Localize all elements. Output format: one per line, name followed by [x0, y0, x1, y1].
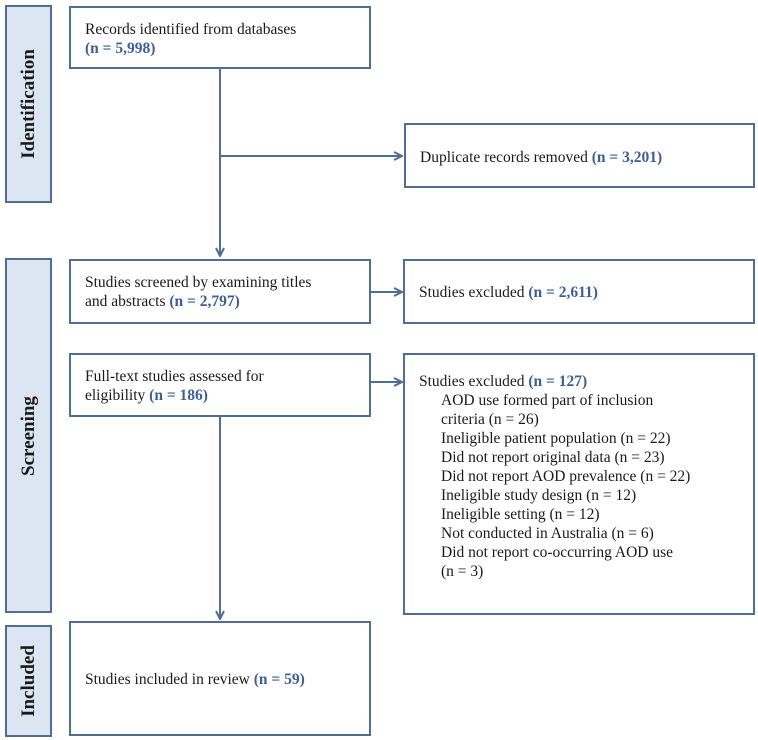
- studies-included-count: (n = 59): [253, 671, 305, 688]
- fulltext-excluded-count: (n = 127): [528, 373, 588, 390]
- fulltext-assessed-line1: Full-text studies assessed for: [85, 368, 264, 385]
- duplicates-removed-count: (n = 3,201): [591, 149, 663, 166]
- exclusion-reason: Ineligible setting (n = 12): [441, 506, 600, 523]
- exclusion-reason: Not conducted in Australia (n = 6): [441, 525, 654, 542]
- fulltext-excluded-text: Studies excluded: [419, 373, 525, 390]
- fulltext-assessed-count: (n = 186): [149, 387, 208, 404]
- studies-screened-line1: Studies screened by examining titles: [85, 274, 312, 291]
- exclusion-reason: Ineligible patient population (n = 22): [441, 430, 671, 447]
- stage-included: Included: [5, 625, 52, 737]
- records-identified-text: Records identified from databases: [85, 21, 297, 38]
- studies-excluded-count: (n = 2,611): [528, 284, 598, 301]
- stage-identification: Identification: [5, 5, 52, 203]
- stage-screening: Screening: [5, 258, 52, 613]
- records-identified-count: (n = 5,998): [85, 40, 156, 57]
- studies-included-text: Studies included in review: [85, 671, 250, 688]
- fulltext-assessed-box: Full-text studies assessed for eligibili…: [69, 353, 371, 417]
- duplicates-removed-text: Duplicate records removed: [420, 149, 588, 166]
- studies-included-box: Studies included in review (n = 59): [69, 621, 371, 736]
- studies-screened-count: (n = 2,797): [169, 293, 240, 310]
- exclusion-reason: Did not report original data (n = 23): [441, 449, 665, 466]
- studies-screened-box: Studies screened by examining titles and…: [69, 259, 371, 324]
- exclusion-reason: Did not report AOD prevalence (n = 22): [441, 468, 691, 485]
- exclusion-reason: criteria (n = 26): [441, 411, 539, 428]
- fulltext-excluded-box: Studies excluded (n = 127) AOD use forme…: [403, 353, 755, 615]
- exclusion-reasons-list: AOD use formed part of inclusion criteri…: [441, 391, 739, 581]
- studies-screened-line2: and abstracts: [85, 293, 166, 310]
- duplicates-removed-box: Duplicate records removed (n = 3,201): [404, 123, 755, 188]
- exclusion-reason: Did not report co-occurring AOD use: [441, 544, 674, 561]
- fulltext-assessed-line2: eligibility: [85, 387, 146, 404]
- records-identified-box: Records identified from databases (n = 5…: [69, 6, 371, 69]
- studies-excluded-text: Studies excluded: [419, 284, 525, 301]
- exclusion-reason: (n = 3): [441, 563, 484, 580]
- exclusion-reason: Ineligible study design (n = 12): [441, 487, 637, 504]
- studies-excluded-box: Studies excluded (n = 2,611): [403, 259, 755, 324]
- exclusion-reason: AOD use formed part of inclusion: [441, 392, 654, 409]
